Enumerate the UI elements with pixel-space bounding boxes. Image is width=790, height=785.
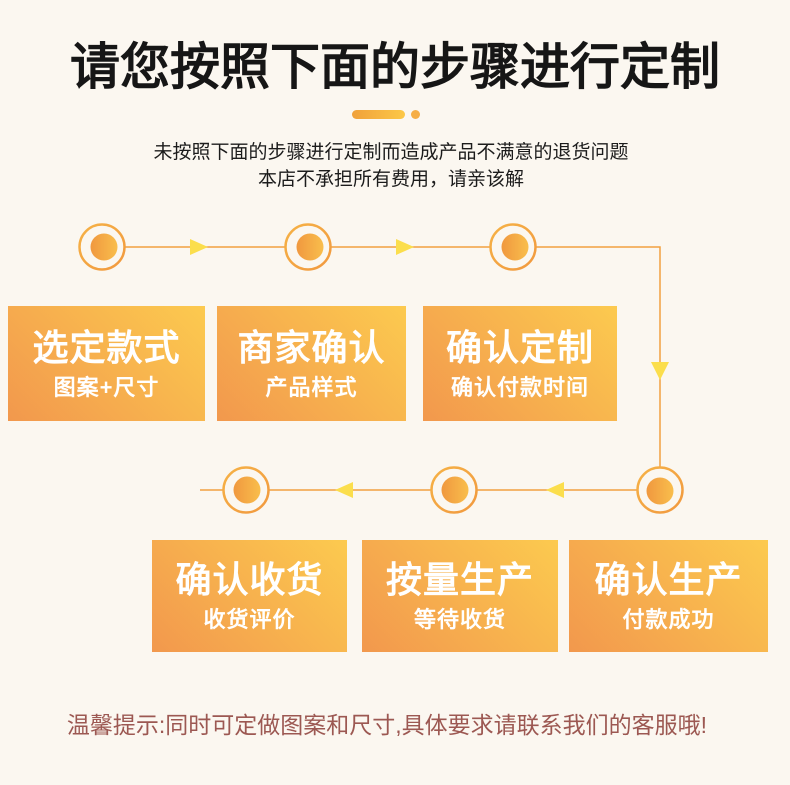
divider-dot-icon xyxy=(411,110,420,119)
step-box-confirm-customization: 确认定制 确认付款时间 xyxy=(423,306,617,421)
step-title: 选定款式 xyxy=(32,326,181,368)
step-subtitle: 付款成功 xyxy=(622,607,715,632)
arrow-left-icon xyxy=(546,482,564,498)
step-title: 商家确认 xyxy=(237,326,386,368)
flow-node-icon xyxy=(636,466,684,514)
flow-node-icon xyxy=(284,223,332,271)
step-title: 按量生产 xyxy=(385,559,534,600)
footer-tip: 温馨提示:同时可定做图案和尺寸,具体要求请联系我们的客服哦! xyxy=(66,712,708,738)
flow-node-icon xyxy=(489,223,537,271)
warning-note-line1: 未按照下面的步骤进行定制而造成产品不满意的退货问题 xyxy=(153,142,629,163)
divider-dash-icon xyxy=(352,110,405,119)
flow-node-icon xyxy=(222,466,270,514)
step-title: 确认生产 xyxy=(594,559,743,600)
flow-node-icon xyxy=(430,466,478,514)
step-box-select-style: 选定款式 图案+尺寸 xyxy=(8,306,205,421)
step-box-confirm-receipt: 确认收货 收货评价 xyxy=(152,540,347,652)
step-box-merchant-confirm: 商家确认 产品样式 xyxy=(217,306,406,421)
step-subtitle: 等待收货 xyxy=(413,607,506,632)
step-title: 确认定制 xyxy=(445,326,594,368)
page-title: 请您按照下面的步骤进行定制 xyxy=(70,39,720,95)
step-subtitle: 产品样式 xyxy=(265,374,358,400)
flow-node-icon xyxy=(78,223,126,271)
arrow-left-icon xyxy=(335,482,353,498)
warning-note-line2: 本店不承担所有费用，请亲该解 xyxy=(257,169,524,190)
step-subtitle: 图案+尺寸 xyxy=(53,374,160,400)
step-title: 确认收货 xyxy=(175,559,324,600)
warning-note: 未按照下面的步骤进行定制而造成产品不满意的退货问题本店不承担所有费用，请亲该解 xyxy=(0,139,782,193)
arrow-right-icon xyxy=(190,239,208,255)
step-box-confirm-production: 确认生产 付款成功 xyxy=(569,540,768,652)
arrow-right-icon xyxy=(396,239,414,255)
step-subtitle: 确认付款时间 xyxy=(450,374,589,400)
step-box-production-by-quantity: 按量生产 等待收货 xyxy=(362,540,558,652)
arrow-down-icon xyxy=(651,362,669,380)
step-subtitle: 收货评价 xyxy=(203,607,296,632)
